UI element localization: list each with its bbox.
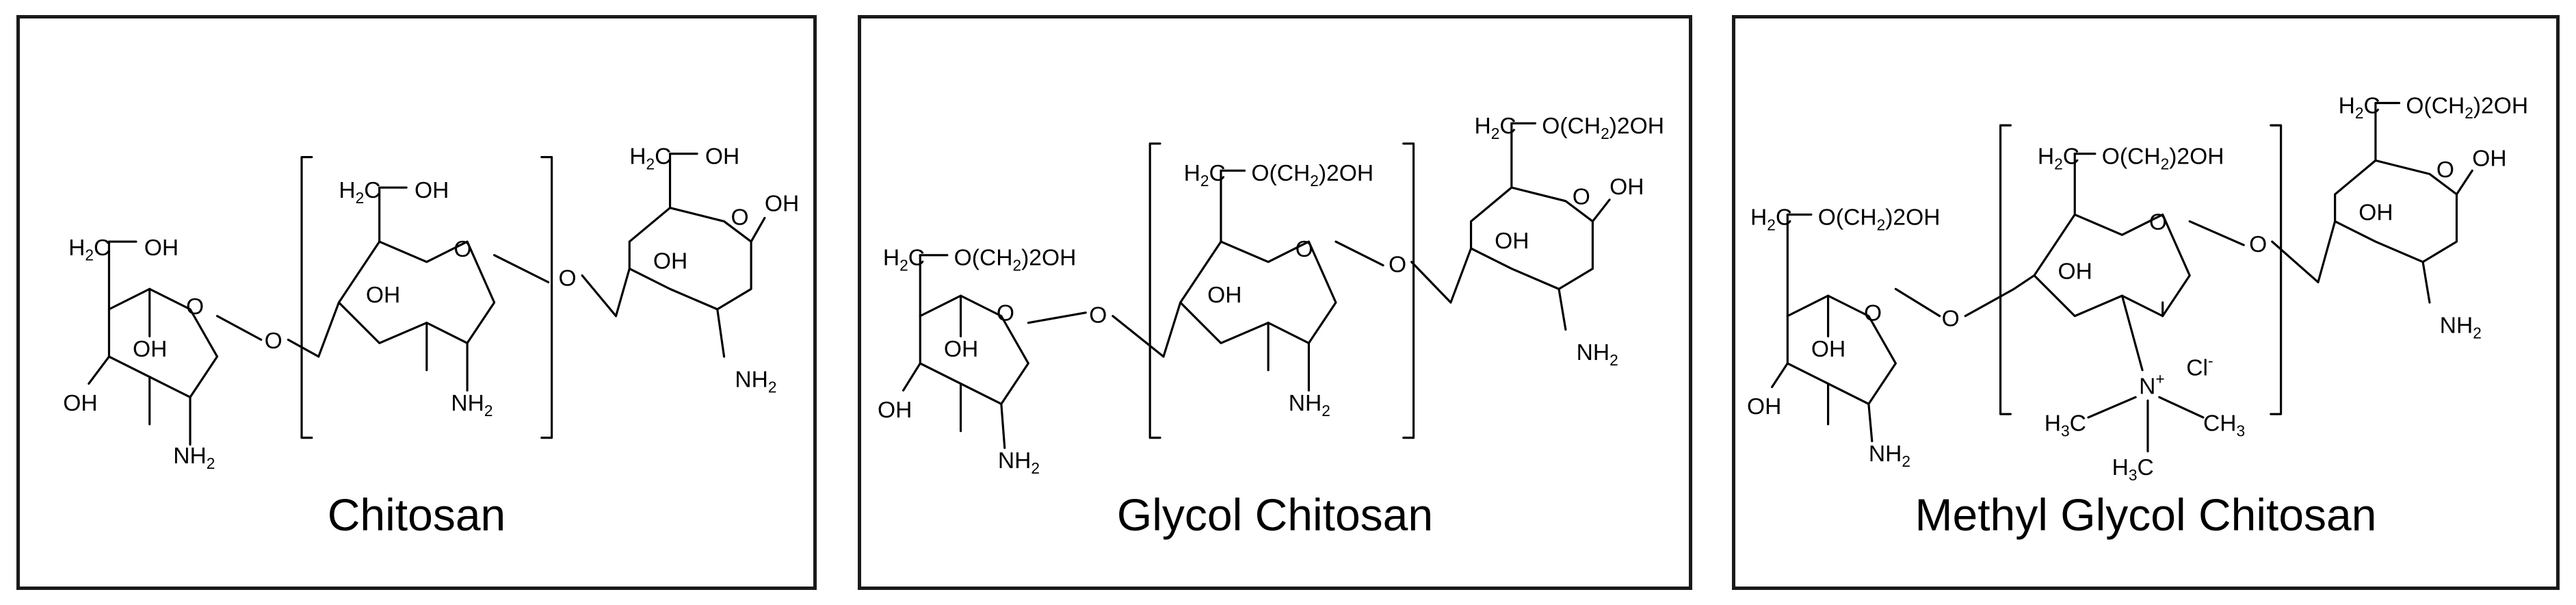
ring1-oh3: OH <box>1811 337 1845 362</box>
ring1-oh4: OH <box>63 391 97 416</box>
glycol-chitosan-panel: H2C O(CH2)2OH OH OH NH2 O O H2C O(CH2)2O… <box>858 15 1692 590</box>
ring2-oh6: OH <box>415 178 449 203</box>
ring1-nh2: NH2 <box>1869 441 1910 470</box>
caption-methyl-glycol-chitosan: Methyl Glycol Chitosan <box>1915 489 2377 540</box>
ring-1: H2C OH OH OH NH2 O <box>63 235 263 472</box>
ring1-oh3: OH <box>944 337 978 362</box>
ring-3: H2C O(CH2)2OH OH OH NH2 O <box>1449 114 1664 369</box>
ring3-o: O <box>2436 157 2454 183</box>
ring3-substituent: O(CH2)2OH <box>2406 93 2528 122</box>
ring1-oh6: OH <box>144 235 179 261</box>
ring2-nh2: NH2 <box>1289 391 1330 420</box>
methyl-left: H3C <box>2045 411 2086 440</box>
ring3-ch2-h: H2C <box>1474 114 1516 142</box>
ring3-nh2: NH2 <box>2440 313 2482 342</box>
ring2-ch2-h: H2C <box>2038 144 2079 172</box>
ring1-ch2-h: H2C <box>68 235 110 264</box>
ring3-substituent: O(CH2)2OH <box>1542 114 1664 142</box>
ring3-ch2-h: H2C <box>629 144 671 172</box>
methyl-glycol-chitosan-structure: H2C O(CH2)2OH OH OH NH2 O O H2C O(CH2)2O… <box>1747 93 2528 484</box>
quaternary-n: N+ <box>2139 370 2165 400</box>
bracket-left <box>300 155 313 439</box>
ring2-oh3: OH <box>1207 283 1241 308</box>
ring3-oh3: OH <box>2358 200 2393 225</box>
bracket-left <box>1999 124 2012 415</box>
bridge-o-2: O <box>2249 232 2267 257</box>
ring-2: H2C O(CH2)2OH OH O N+ Cl- H3C CH3 H3C <box>2012 144 2245 484</box>
ring-3: H2C O(CH2)2OH OH OH NH2 O <box>2317 93 2528 342</box>
ring3-ch2-h: H2C <box>2339 93 2380 122</box>
ring1-ch2-h: H2C <box>883 246 925 274</box>
ring-3: H2C OH OH OH NH2 O <box>614 144 799 396</box>
ring2-ch2-h: H2C <box>1184 161 1226 190</box>
ring1-nh2: NH2 <box>998 448 1040 477</box>
bracket-left <box>1148 142 1161 439</box>
ring1-oh3: OH <box>133 337 167 362</box>
caption-chitosan: Chitosan <box>327 489 506 540</box>
ring3-oh1: OH <box>2472 146 2506 171</box>
methyl-right: CH3 <box>2203 411 2245 440</box>
ring2-o: O <box>1296 237 1313 262</box>
ring3-oh3: OH <box>653 249 687 274</box>
methyl-glycol-chitosan-panel: H2C O(CH2)2OH OH OH NH2 O O H2C O(CH2)2O… <box>1732 15 2560 590</box>
caption-glycol-chitosan: Glycol Chitosan <box>1116 489 1434 540</box>
ring1-ch2-h: H2C <box>1750 205 1792 233</box>
ring1-o: O <box>186 294 204 320</box>
bridge-o-1: O <box>1089 303 1107 329</box>
ring3-o: O <box>731 205 748 230</box>
ring3-nh2: NH2 <box>735 368 776 396</box>
bridge-o-2: O <box>559 266 577 291</box>
bridge-o-1: O <box>265 329 282 354</box>
ring3-nh2: NH2 <box>1577 340 1618 369</box>
ring2-oh3: OH <box>2058 259 2092 284</box>
bridge-o-1: O <box>1942 307 1960 332</box>
ring2-o: O <box>454 237 471 262</box>
chloride-counterion: Cl- <box>2186 352 2213 381</box>
ring1-substituent: O(CH2)2OH <box>1818 205 1941 233</box>
ring-2: H2C O(CH2)2OH OH NH2 O <box>1162 161 1384 420</box>
ring3-oh1: OH <box>1609 175 1644 200</box>
glycol-chitosan-structure: H2C O(CH2)2OH OH OH NH2 O O H2C O(CH2)2O… <box>878 114 1664 477</box>
ring2-o: O <box>2149 209 2167 235</box>
chitosan-structure: H2C OH OH OH NH2 O O H2C OH OH NH2 O <box>63 144 799 472</box>
ring3-oh6: OH <box>705 144 739 169</box>
ring-1: H2C O(CH2)2OH OH OH NH2 O <box>878 246 1087 477</box>
ring2-substituent: O(CH2)2OH <box>2102 144 2224 172</box>
ring1-o: O <box>997 301 1014 326</box>
ring-2: H2C OH OH NH2 O <box>317 178 550 420</box>
ring1-nh2: NH2 <box>173 443 215 472</box>
ring1-substituent: O(CH2)2OH <box>954 246 1077 274</box>
ring3-oh3: OH <box>1495 229 1529 254</box>
ring2-substituent: O(CH2)2OH <box>1251 161 1374 190</box>
bracket-right <box>2270 124 2283 415</box>
methyl-bottom: H3C <box>2112 455 2154 484</box>
bracket-right <box>540 155 553 439</box>
ring-1: H2C O(CH2)2OH OH OH NH2 O <box>1747 205 1941 470</box>
ring1-oh4: OH <box>878 398 912 423</box>
ring2-ch2-h: H2C <box>339 178 380 207</box>
ring3-oh1: OH <box>765 192 799 217</box>
ring3-o: O <box>1573 185 1590 210</box>
bracket-right <box>1402 142 1415 439</box>
bridge-o-2: O <box>1389 253 1406 278</box>
chitosan-panel: H2C OH OH OH NH2 O O H2C OH OH NH2 O <box>16 15 817 590</box>
ring2-oh3: OH <box>366 283 400 308</box>
ring1-o: O <box>1864 301 1882 326</box>
ring2-nh2: NH2 <box>451 391 492 420</box>
ring1-oh4: OH <box>1747 394 1781 420</box>
